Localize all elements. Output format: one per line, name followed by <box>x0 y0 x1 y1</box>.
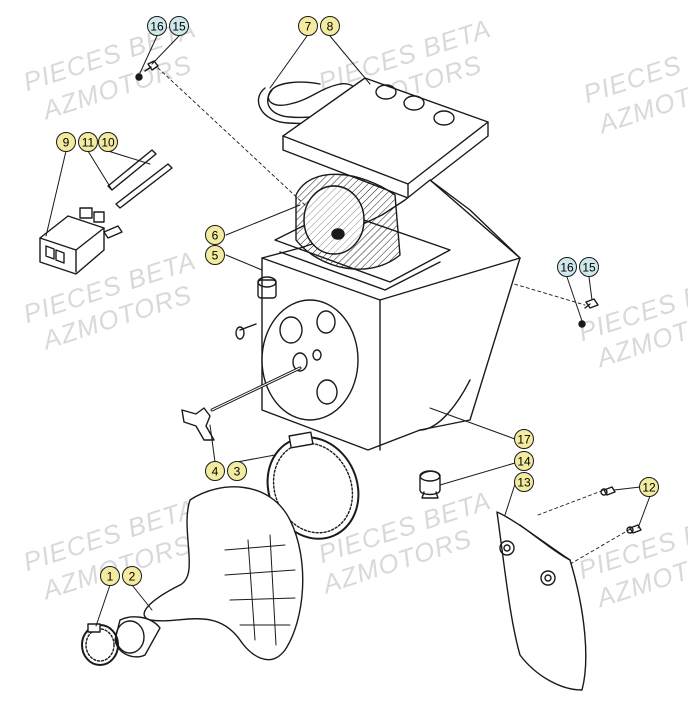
callout-12: 12 <box>639 477 659 497</box>
intake-boot <box>114 486 304 661</box>
cover-screws <box>600 486 642 534</box>
callout-6: 6 <box>205 225 225 245</box>
callout-16-top: 16 <box>147 16 167 36</box>
svg-text:7: 7 <box>305 20 312 34</box>
svg-text:2: 2 <box>129 570 136 584</box>
svg-text:5: 5 <box>212 249 219 263</box>
hose-pieces <box>107 149 173 209</box>
svg-text:8: 8 <box>327 20 334 34</box>
svg-text:12: 12 <box>642 481 656 495</box>
side-plate <box>261 299 359 421</box>
callout-4: 4 <box>205 461 225 481</box>
bolt-top <box>135 60 159 81</box>
svg-text:14: 14 <box>517 455 531 469</box>
callout-9: 9 <box>56 132 76 152</box>
callout-leaders <box>45 35 651 627</box>
callout-1: 1 <box>100 566 120 586</box>
callout-13: 13 <box>514 472 534 492</box>
callout-5: 5 <box>205 245 225 265</box>
svg-text:15: 15 <box>172 20 186 34</box>
svg-text:6: 6 <box>212 229 219 243</box>
wing-bolt <box>181 366 302 441</box>
bolt-right <box>578 298 599 328</box>
callout-17: 17 <box>514 429 534 449</box>
callout-8: 8 <box>320 16 340 36</box>
sensor-valve <box>39 207 123 275</box>
svg-text:16: 16 <box>150 20 164 34</box>
svg-text:17: 17 <box>517 433 531 447</box>
callouts: 16 15 7 8 9 11 10 6 5 16 15 4 3 17 14 13… <box>56 16 659 586</box>
callout-3: 3 <box>227 461 247 481</box>
callout-11: 11 <box>78 132 98 152</box>
callout-15-right: 15 <box>579 257 599 277</box>
svg-text:4: 4 <box>212 465 219 479</box>
hose-clamp-small <box>81 623 119 666</box>
drain-plug <box>419 470 441 499</box>
svg-text:16: 16 <box>560 261 574 275</box>
side-cover-panel <box>496 511 587 691</box>
callout-14: 14 <box>514 451 534 471</box>
callout-15-top: 15 <box>169 16 189 36</box>
callout-10: 10 <box>98 132 118 152</box>
filter-element <box>295 173 401 270</box>
svg-text:10: 10 <box>101 136 115 150</box>
svg-text:9: 9 <box>63 136 70 150</box>
svg-text:15: 15 <box>582 261 596 275</box>
svg-text:1: 1 <box>107 570 114 584</box>
callout-16-right: 16 <box>557 257 577 277</box>
svg-text:13: 13 <box>517 476 531 490</box>
svg-text:11: 11 <box>82 136 95 150</box>
callout-2: 2 <box>122 566 142 586</box>
svg-text:3: 3 <box>234 465 241 479</box>
callout-7: 7 <box>298 16 318 36</box>
